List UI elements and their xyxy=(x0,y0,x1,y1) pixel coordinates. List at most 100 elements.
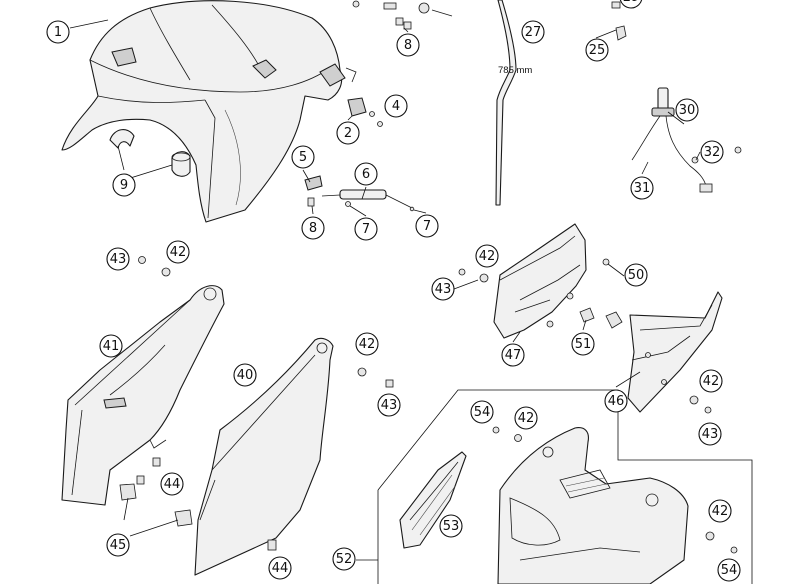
cable-rod xyxy=(495,0,517,206)
callout-51: 51 xyxy=(571,332,595,356)
callout-number: 6 xyxy=(362,167,370,182)
callout-31: 31 xyxy=(630,176,654,200)
callout-ring xyxy=(431,277,455,301)
callout-ring xyxy=(166,240,190,264)
callout-ring xyxy=(336,121,360,145)
callout-40: 40 xyxy=(233,363,257,387)
callout-number: 8 xyxy=(309,221,317,236)
callout-number: 40 xyxy=(237,368,254,383)
side-cover-right xyxy=(194,337,334,576)
callout-number: 47 xyxy=(505,348,522,363)
callout-layer: 1292725842303231956877434242504341425147… xyxy=(46,0,741,582)
callout-41: 41 xyxy=(99,334,123,358)
callout-ring xyxy=(301,216,325,240)
bracket-hardware xyxy=(579,258,623,329)
callout-ring xyxy=(106,247,130,271)
callout-9: 9 xyxy=(112,173,136,197)
callout-50: 50 xyxy=(624,263,648,287)
callout-ring xyxy=(708,499,732,523)
callout-7: 7 xyxy=(354,217,378,241)
callout-43: 43 xyxy=(106,247,130,271)
callout-number: 9 xyxy=(120,178,128,193)
callout-53: 53 xyxy=(439,514,463,538)
callout-ring xyxy=(700,140,724,164)
fender-clips xyxy=(109,129,191,177)
callout-46: 46 xyxy=(604,389,628,413)
callout-number: 25 xyxy=(589,43,606,58)
callout-number: 43 xyxy=(435,282,452,297)
callout-43: 43 xyxy=(698,422,722,446)
callout-ring xyxy=(233,363,257,387)
callout-ring xyxy=(355,332,379,356)
side-cover-left xyxy=(61,285,225,506)
callout-6: 6 xyxy=(354,162,378,186)
callout-number: 51 xyxy=(575,337,592,352)
callout-ring xyxy=(354,217,378,241)
callout-42: 42 xyxy=(166,240,190,264)
callout-number: 41 xyxy=(103,339,120,354)
callout-ring xyxy=(624,263,648,287)
callout-ring xyxy=(630,176,654,200)
callout-42: 42 xyxy=(475,244,499,268)
callout-number: 43 xyxy=(110,252,127,267)
callout-54: 54 xyxy=(717,558,741,582)
callout-ring xyxy=(106,533,130,557)
damper-assembly xyxy=(304,175,415,212)
callout-ring xyxy=(699,369,723,393)
callout-number: 42 xyxy=(479,249,496,264)
callout-ring xyxy=(439,514,463,538)
callout-54: 54 xyxy=(470,400,494,424)
callout-ring xyxy=(291,145,315,169)
callout-ring xyxy=(585,38,609,62)
callout-42: 42 xyxy=(514,406,538,430)
callout-43: 43 xyxy=(377,393,401,417)
callout-ring xyxy=(415,214,439,238)
callout-number: 42 xyxy=(170,245,187,260)
callout-number: 29 xyxy=(623,0,640,5)
callout-8: 8 xyxy=(301,216,325,240)
assembly-52-body xyxy=(497,427,689,584)
callout-27: 27 xyxy=(521,20,545,44)
callout-ring xyxy=(717,558,741,582)
callout-number: 45 xyxy=(110,538,127,553)
callout-number: 30 xyxy=(679,103,696,118)
cover-clips xyxy=(119,457,277,551)
callout-number: 54 xyxy=(721,563,738,578)
callout-number: 42 xyxy=(359,337,376,352)
callout-number: 43 xyxy=(702,427,719,442)
callout-number: 7 xyxy=(362,222,370,237)
callout-number: 46 xyxy=(608,394,625,409)
callout-ring xyxy=(501,343,525,367)
front-fender xyxy=(61,0,357,223)
bracket-2 xyxy=(347,97,383,127)
callout-7: 7 xyxy=(415,214,439,238)
callout-1: 1 xyxy=(46,20,70,44)
callout-29: 29 xyxy=(619,0,643,9)
callout-25: 25 xyxy=(585,38,609,62)
callout-45: 45 xyxy=(106,533,130,557)
callout-8: 8 xyxy=(396,33,420,57)
callout-4: 4 xyxy=(384,94,408,118)
callout-ring xyxy=(698,422,722,446)
callout-ring xyxy=(377,393,401,417)
pad-53 xyxy=(399,451,467,549)
callout-44: 44 xyxy=(160,472,184,496)
callout-number: 7 xyxy=(423,219,431,234)
callout-ring xyxy=(332,547,356,571)
callout-ring xyxy=(619,0,643,9)
lamp-wiring xyxy=(631,87,742,193)
callout-number: 44 xyxy=(164,477,181,492)
callout-number: 50 xyxy=(628,268,645,283)
callout-5: 5 xyxy=(291,145,315,169)
callout-ring xyxy=(396,33,420,57)
washers-screws xyxy=(138,256,738,554)
callout-number: 54 xyxy=(474,405,491,420)
top-hardware xyxy=(352,0,627,41)
callout-number: 53 xyxy=(443,519,460,534)
callout-ring xyxy=(604,389,628,413)
callout-ring xyxy=(354,162,378,186)
callout-30: 30 xyxy=(675,98,699,122)
callout-ring xyxy=(521,20,545,44)
callout-42: 42 xyxy=(708,499,732,523)
callout-number: 42 xyxy=(518,411,535,426)
